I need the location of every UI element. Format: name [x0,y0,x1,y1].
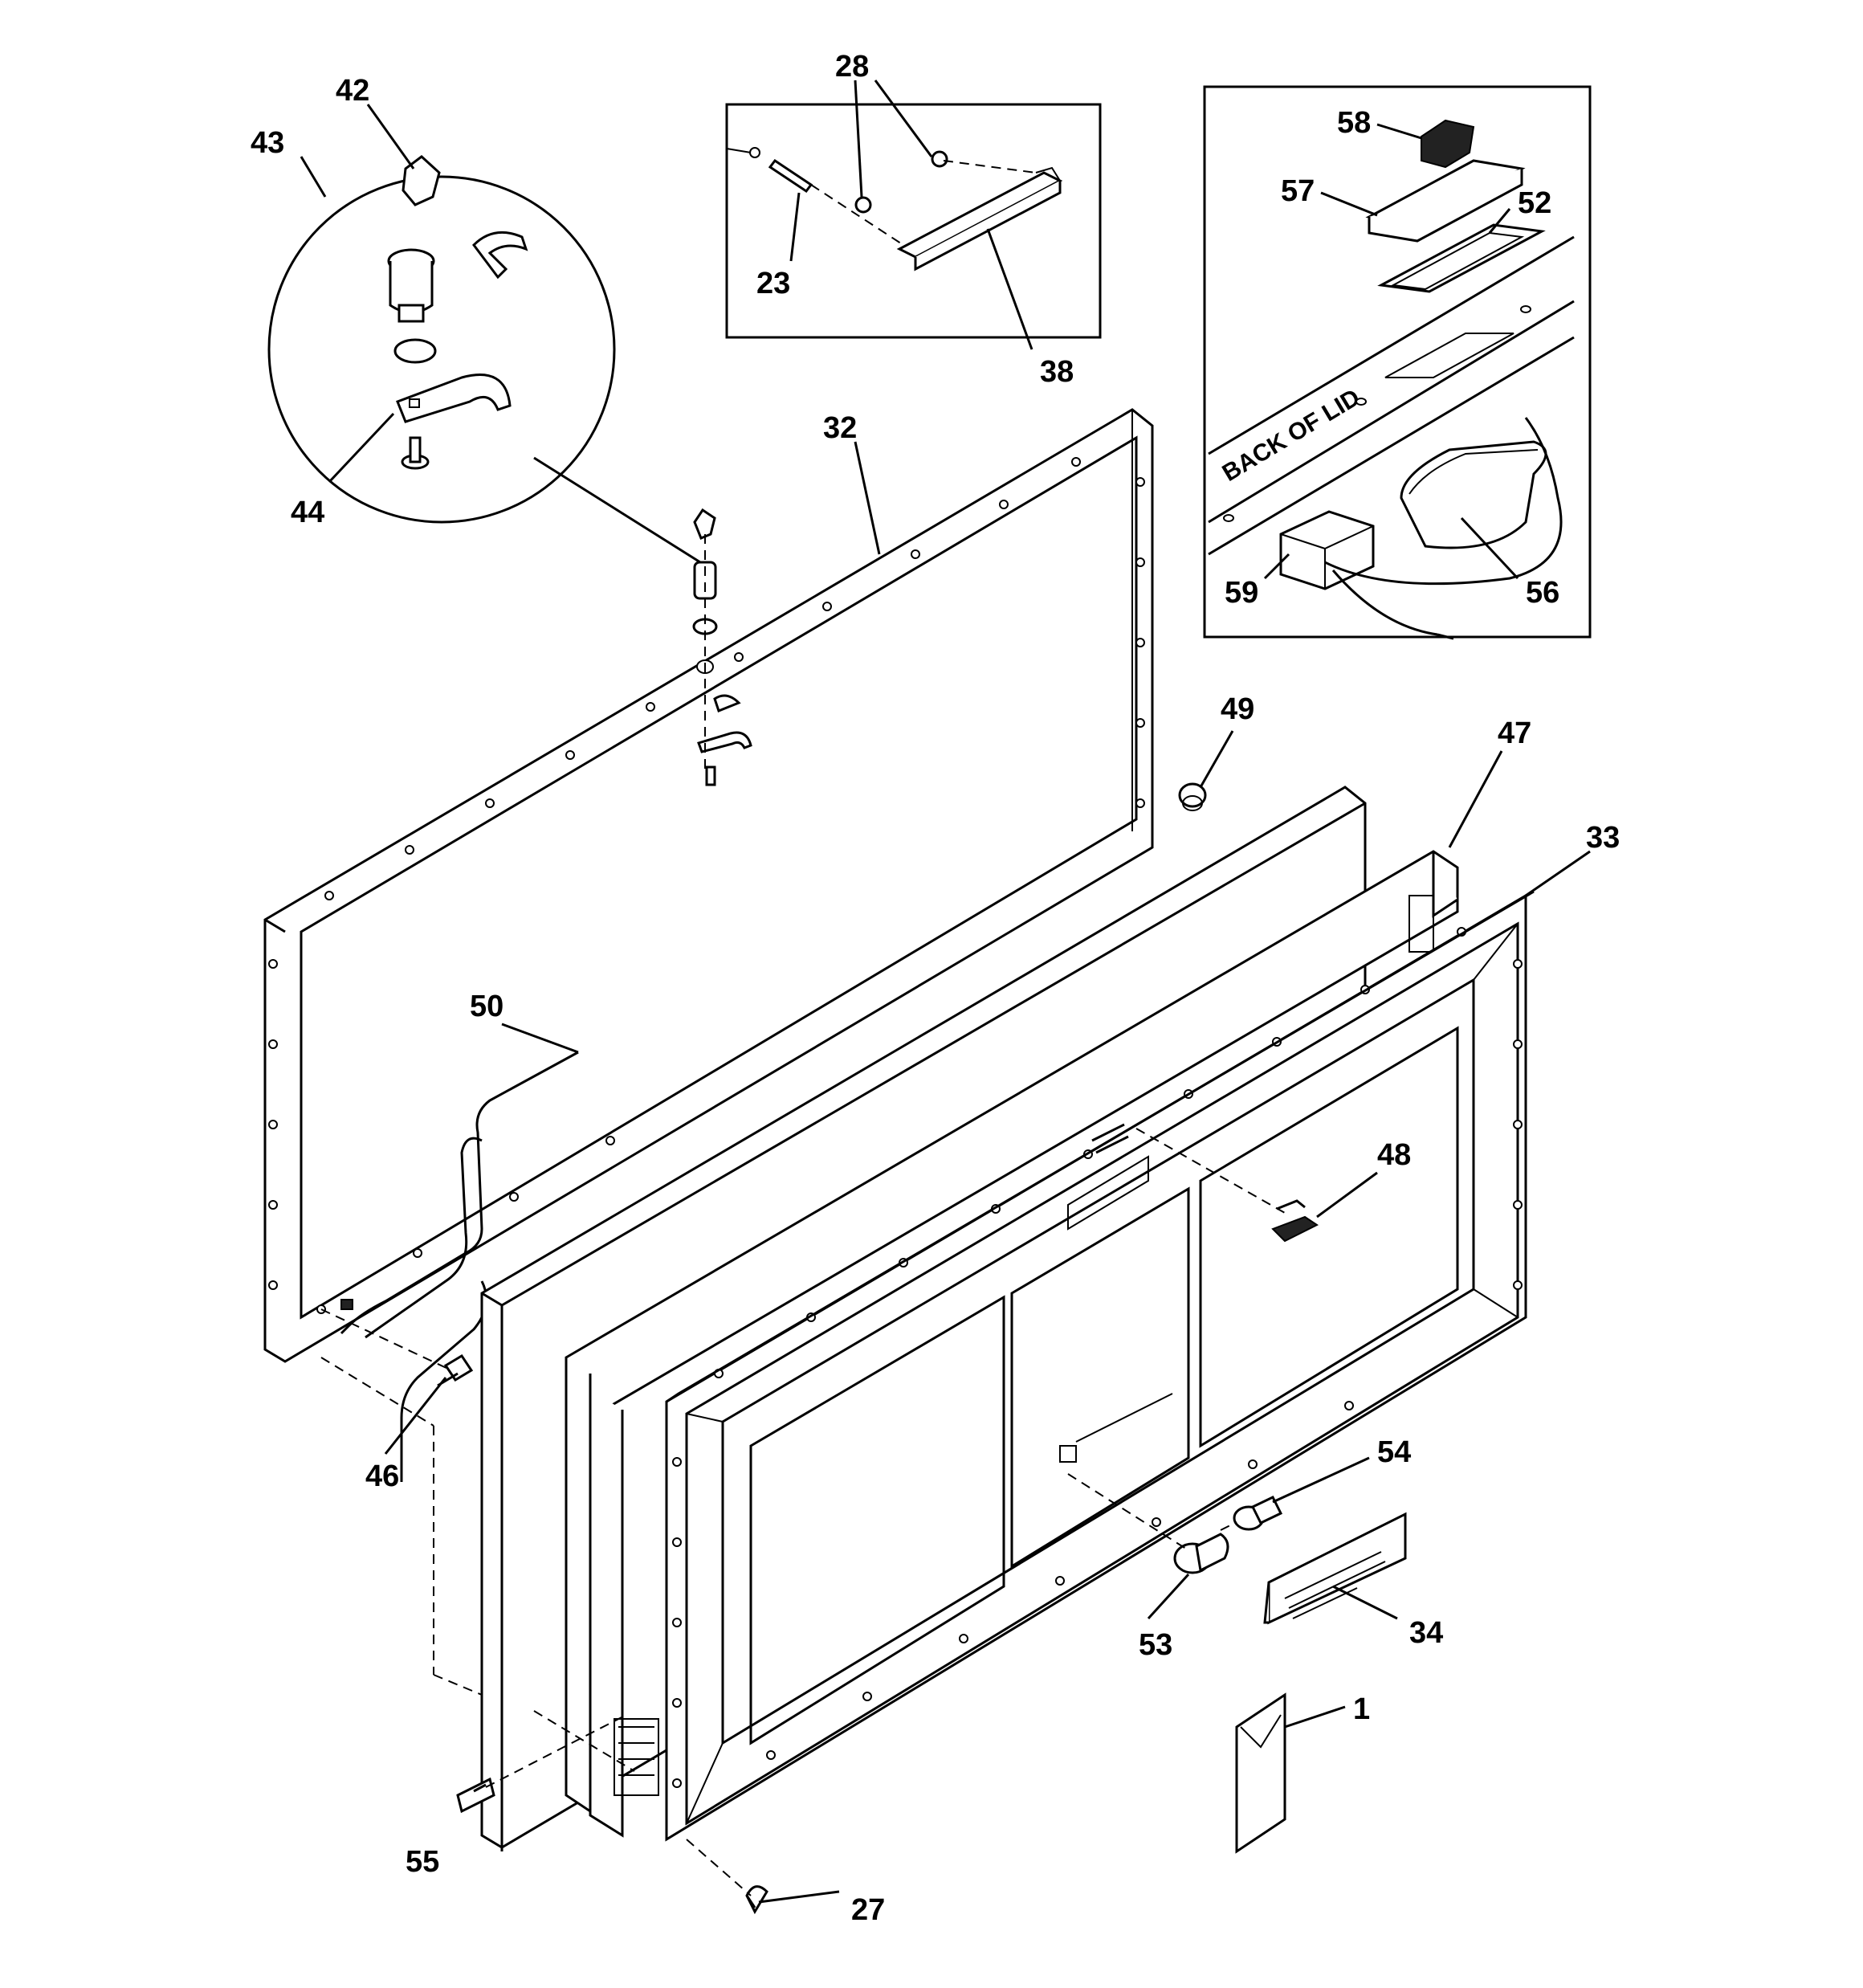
callout-56: 56 [1526,576,1559,610]
lock-cylinder-part [387,248,435,323]
callout-1: 1 [1353,1692,1370,1726]
nut-part [854,196,872,214]
callout-42: 42 [336,74,369,108]
switch-part [1421,119,1475,169]
callout-52: 52 [1518,186,1551,220]
screw-part [401,436,430,470]
lid-frame-holes [268,457,1145,1314]
gasket-part [1377,223,1546,293]
lock-assembly-on-lid [692,508,752,786]
callout-55: 55 [406,1845,439,1879]
key-part [402,155,441,206]
callout-48: 48 [1377,1138,1411,1172]
callout-59: 59 [1225,576,1258,610]
lamp-bulb-54-part [1233,1496,1283,1531]
callout-leaders [300,80,1591,1904]
callout-44: 44 [291,496,324,529]
callout-34: 34 [1409,1616,1443,1650]
lamp-socket-53-part [1173,1533,1229,1574]
latch-48-part [1091,1123,1319,1243]
socket-part [1279,510,1375,590]
callout-32: 32 [823,411,857,445]
bumper-49-part [1178,782,1207,811]
washer-ring-part [393,338,437,364]
inner-door-panel-part [665,893,1527,1842]
callout-43: 43 [251,126,284,160]
callout-53: 53 [1139,1628,1172,1662]
nut-part [931,150,948,168]
callout-28: 28 [835,50,869,84]
callout-58: 58 [1337,106,1371,140]
callout-labels: 42 43 44 28 23 38 58 57 52 59 56 32 49 4… [251,50,1620,1927]
callout-50: 50 [470,990,503,1023]
screw-46-part [320,1308,474,1387]
callout-33: 33 [1586,821,1620,855]
gasket-47-part [565,850,1459,1838]
cam-part [396,374,512,423]
hinge-inset-box [725,103,1102,339]
hinge-pin-part [768,158,813,194]
callout-54: 54 [1377,1435,1411,1469]
callout-49: 49 [1221,692,1254,726]
light-cover-34-part [1263,1512,1407,1625]
callout-23: 23 [756,267,790,300]
callout-57: 57 [1281,174,1315,208]
bracket-55-part [456,1714,627,1814]
callout-38: 38 [1040,355,1074,389]
clip-part [472,231,528,280]
screw-27-part [686,1839,768,1915]
manual-1-part [1235,1692,1286,1854]
callout-27: 27 [851,1893,885,1927]
lock-detail-circle [267,155,707,568]
callout-46: 46 [365,1459,399,1493]
lid-light-inset-box: BACK OF LID [1203,85,1592,640]
lid-frame-part [263,408,1154,1363]
door-trim-part [666,890,1535,1403]
callout-47: 47 [1498,716,1531,750]
hinge-part [896,171,1063,259]
